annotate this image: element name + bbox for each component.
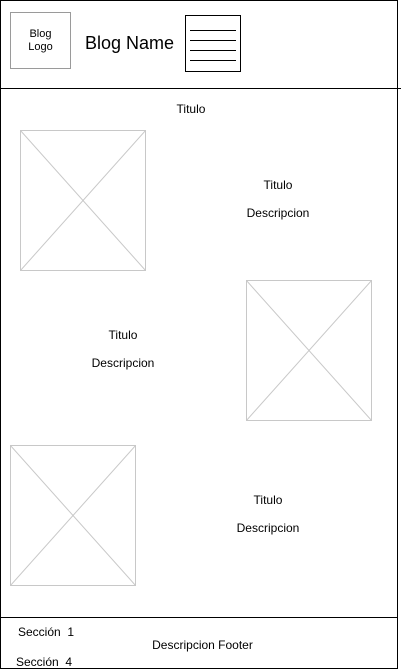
post-1-description: Descripcion	[246, 206, 310, 220]
footer-divider	[0, 617, 398, 618]
post-3-description: Descripcion	[236, 521, 300, 535]
post-2-image[interactable]	[246, 280, 372, 421]
post-3-image[interactable]	[10, 445, 136, 586]
logo-text-line1: Blog	[29, 27, 52, 40]
post-2-description: Descripcion	[91, 356, 155, 370]
footer-link-section-4[interactable]: Sección 4	[16, 655, 73, 669]
post-3-title[interactable]: Titulo	[253, 493, 283, 507]
blog-logo[interactable]: Blog Logo	[10, 12, 71, 69]
post-2-title[interactable]: Titulo	[108, 328, 138, 342]
footer-link-section-1[interactable]: Sección 1	[18, 625, 75, 639]
logo-text-line2: Logo	[28, 40, 53, 53]
post-1-image[interactable]	[20, 130, 146, 271]
post-1-title[interactable]: Titulo	[263, 178, 293, 192]
blog-name[interactable]: Blog Name	[85, 33, 175, 53]
header-divider	[0, 88, 401, 89]
hamburger-menu-icon[interactable]	[185, 15, 241, 72]
main-title: Titulo	[176, 102, 206, 116]
footer-description: Descripcion Footer	[152, 638, 253, 652]
